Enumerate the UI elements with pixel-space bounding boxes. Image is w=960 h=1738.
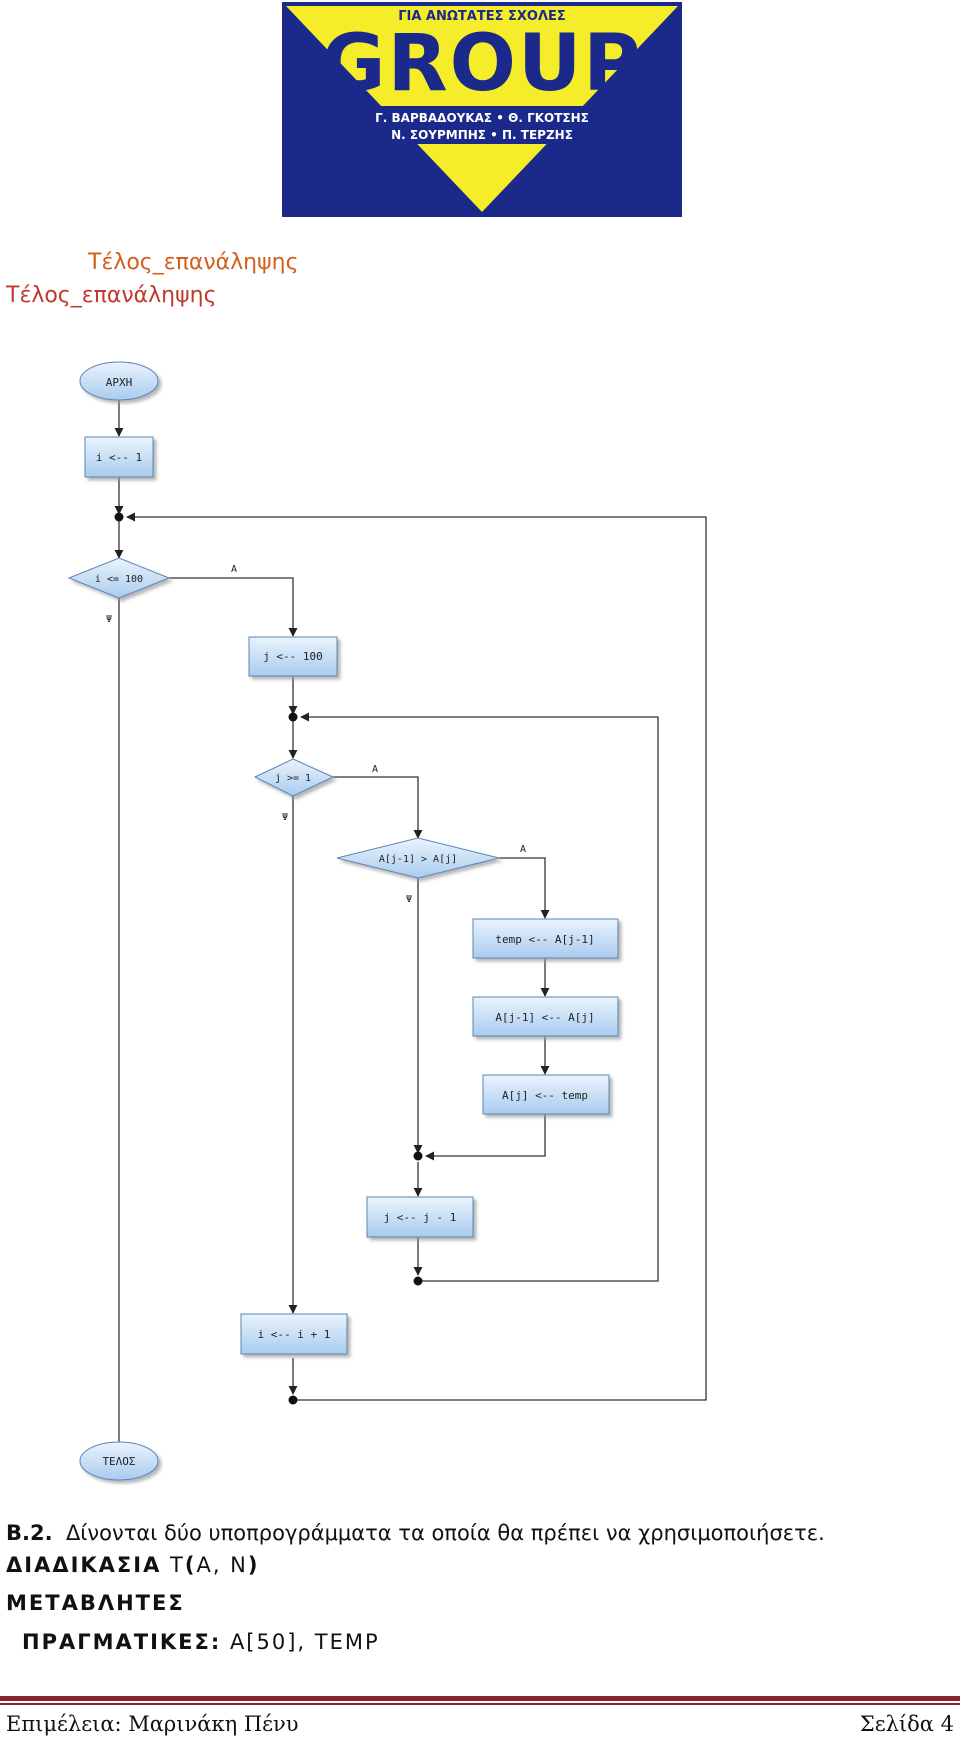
cond-j-diamond: j >= 1 [253,758,335,797]
cond-i-diamond: i <= 100 [67,557,171,599]
logo-authors-line1: Γ. ΒΑΡΒΑΔΟΥΚΑΣ • Θ. ΓΚΟΤΣΗΣ [375,111,589,125]
inner-loop-end: Τέλος_επανάληψης [88,250,299,275]
swap-restore-label: A[j] <-- temp [502,1089,588,1102]
inc-i-label: i <-- i + 1 [258,1328,331,1341]
start-terminal: ΑΡΧΗ [79,361,159,401]
yes-label: Α [520,844,526,855]
real-variables-line: ΠΡΑΓΜΑΤΙΚΕΣ: Α[50], ΤΕΜΡ [22,1630,380,1654]
variables-header: ΜΕΤΑΒΛΗΤΕΣ [6,1591,185,1615]
start-label: ΑΡΧΗ [106,376,133,389]
cond-compare-label: A[j-1] > A[j] [379,854,457,865]
procedure-close-paren: ) [247,1553,260,1577]
inc-i-box: i <-- i + 1 [240,1313,348,1355]
no-label: Ψ [406,894,412,905]
swap-temp-label: temp <-- A[j-1] [495,933,594,946]
init-j-box: j <-- 100 [248,636,338,677]
footer-rule-thin [0,1703,960,1705]
footer-author: Επιμέλεια: Μαρινάκη Πένυ [6,1712,299,1736]
swap-temp-box: temp <-- A[j-1] [472,918,619,959]
procedure-header: ΔΙΑΔΙΚΑΣΙΑ Τ(Α, Ν) [6,1553,260,1577]
variables-keyword: ΜΕΤΑΒΛΗΤΕΣ [6,1591,185,1615]
reals-keyword: ΠΡΑΓΜΑΤΙΚΕΣ: [22,1630,222,1654]
swap-assign-label: A[j-1] <-- A[j] [495,1011,594,1024]
bubble-sort-flowchart: ΑΡΧΗ i <-- 1 i <= 100 Α Ψ j <-- 100 j >=… [67,361,707,1481]
dec-j-label: j <-- j - 1 [384,1211,457,1224]
swap-assign-box: A[j-1] <-- A[j] [472,996,619,1037]
group-logo: ΓΙΑ ΑΝΩΤΑΤΕΣ ΣΧΟΛΕΣ GROUP Γ. ΒΑΡΒΑΔΟΥΚΑΣ… [282,2,682,217]
end-terminal: ΤΕΛΟΣ [79,1441,159,1481]
cond-j-label: j >= 1 [275,773,311,784]
section-b2-intro: Β.2. Δίνονται δύο υποπρογράμματα τα οποί… [6,1521,825,1545]
init-i-box: i <-- 1 [84,436,154,478]
procedure-args: Α, Ν [196,1553,248,1577]
no-label: Ψ [106,614,112,625]
dec-j-box: j <-- j - 1 [366,1196,474,1238]
procedure-open-paren: ( [184,1553,197,1577]
footer-rule-thick [0,1696,960,1701]
section-number: Β.2. [6,1521,53,1545]
logo-subtitle: ΓΙΑ ΑΝΩΤΑΤΕΣ ΣΧΟΛΕΣ [398,9,566,24]
outer-loop-end: Τέλος_επανάληψης [6,283,217,308]
yes-label: Α [231,564,237,575]
footer-page-number: Σελίδα 4 [859,1712,954,1736]
reals-list: Α[50], ΤΕΜΡ [229,1630,380,1654]
init-i-label: i <-- 1 [96,451,142,464]
swap-restore-box: A[j] <-- temp [482,1074,610,1115]
end-label: ΤΕΛΟΣ [102,1455,135,1468]
cond-i-label: i <= 100 [95,574,143,585]
procedure-name: Τ [170,1553,185,1577]
no-label: Ψ [282,812,288,823]
init-j-label: j <-- 100 [263,650,323,663]
section-text: Δίνονται δύο υποπρογράμματα τα οποία θα … [65,1521,825,1545]
logo-authors-line2: Ν. ΣΟΥΡΜΠΗΣ • Π. ΤΕΡΖΗΣ [391,128,573,142]
procedure-keyword: ΔΙΑΔΙΚΑΣΙΑ [6,1553,162,1577]
cond-compare-diamond: A[j-1] > A[j] [336,837,500,879]
logo-brand: GROUP [322,19,643,109]
yes-label: Α [372,764,378,775]
